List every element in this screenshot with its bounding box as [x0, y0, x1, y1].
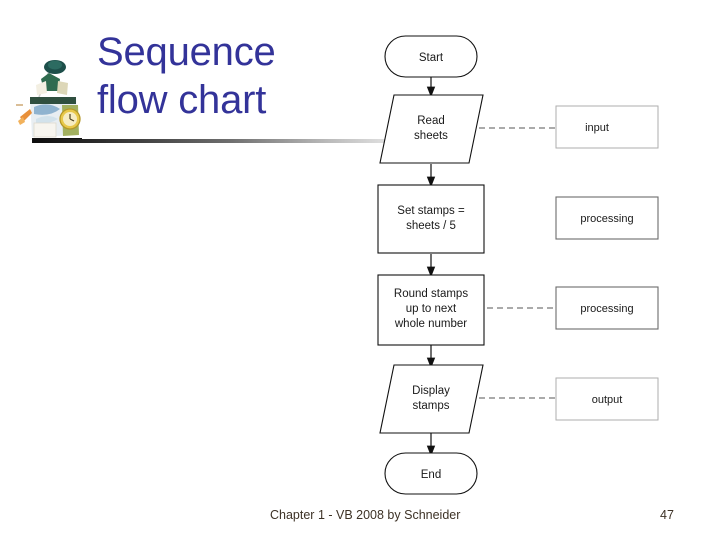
- flow-node-end-label: End: [421, 469, 441, 481]
- annotation-label-processing-1: processing: [580, 213, 633, 225]
- flow-node-set-stamps-line1: Set stamps =: [397, 205, 465, 217]
- slide-footer: Chapter 1 - VB 2008 by Schneider 47: [0, 508, 720, 532]
- annotation-box-processing-1[interactable]: [555, 196, 659, 240]
- annotation-box-input[interactable]: [555, 105, 659, 149]
- annotation-box-output[interactable]: [555, 377, 659, 421]
- flow-node-start[interactable]: [384, 35, 478, 78]
- page-title: Sequence flow chart: [97, 30, 276, 122]
- flow-node-set-stamps-line2: sheets / 5: [406, 220, 456, 232]
- annotation-label-input: input: [585, 122, 609, 134]
- flow-node-display-stamps-line1: Display: [412, 385, 450, 397]
- title-block: Sequence flow chart: [97, 28, 387, 133]
- footer-page-number: 47: [660, 508, 674, 522]
- flow-node-read-sheets-line2: sheets: [414, 130, 448, 142]
- flow-node-display-stamps[interactable]: [379, 364, 484, 434]
- title-divider: [33, 139, 390, 143]
- flow-node-display-stamps-line2: stamps: [412, 400, 449, 412]
- flow-node-end[interactable]: [384, 452, 478, 495]
- annotation-label-output: output: [592, 394, 623, 406]
- annotation-box-processing-2[interactable]: [555, 286, 659, 330]
- flow-node-round-stamps-line2: up to next: [406, 303, 457, 315]
- flow-node-round-stamps[interactable]: [377, 274, 485, 346]
- flow-node-set-stamps[interactable]: [377, 184, 485, 254]
- footer-attribution: Chapter 1 - VB 2008 by Schneider: [270, 508, 461, 522]
- flow-node-start-label: Start: [419, 52, 444, 64]
- flow-node-round-stamps-line3: whole number: [394, 318, 467, 330]
- annotation-label-processing-2: processing: [580, 303, 633, 315]
- flow-node-read-sheets[interactable]: [379, 94, 484, 164]
- flow-node-round-stamps-line1: Round stamps: [394, 288, 468, 300]
- flow-node-read-sheets-line1: Read: [417, 115, 445, 127]
